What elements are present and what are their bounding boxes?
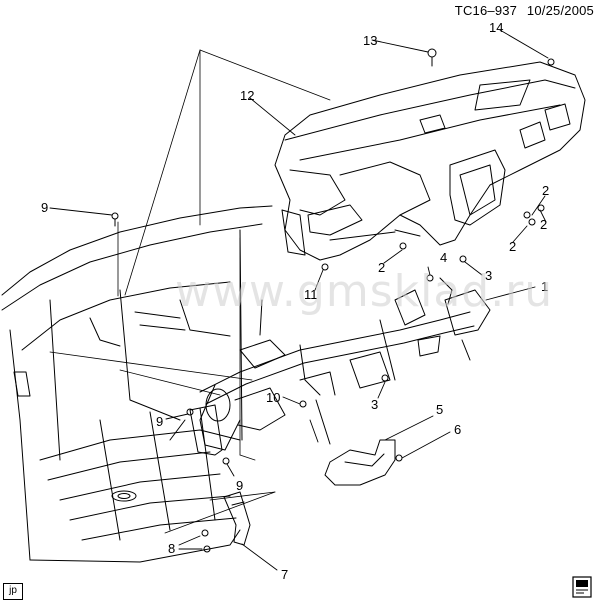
instrument-panel-carrier: [274, 61, 586, 261]
callout-7: 7: [281, 567, 288, 582]
reference-lines: [49, 49, 331, 534]
callout-3-upper: 3: [485, 268, 492, 283]
callout-6: 6: [454, 422, 461, 437]
callout-2-c: 2: [509, 239, 516, 254]
callout-9-middle: 9: [156, 414, 163, 429]
cross-car-beam: [199, 277, 491, 451]
manual-book-icon: [572, 576, 592, 598]
diagram-code: TC16–937: [454, 3, 518, 18]
callout-3-lower: 3: [371, 397, 378, 412]
callout-labels: 13 14 12 9 1 2 2 2 2 3 3 4 5 6 7 8 9 9 1…: [41, 20, 549, 582]
callout-2-b: 2: [540, 217, 547, 232]
region-code-box: jp: [3, 583, 23, 600]
callout-11: 11: [304, 287, 318, 302]
diagram-header: TC16–937 10/25/2005: [449, 3, 594, 18]
callout-4: 4: [440, 250, 447, 265]
callout-2-a: 2: [542, 183, 549, 198]
callout-5: 5: [436, 402, 443, 417]
callout-9-upper: 9: [41, 200, 48, 215]
callout-8: 8: [168, 541, 175, 556]
callout-14: 14: [489, 20, 503, 35]
right-knee-bracket: [324, 439, 396, 486]
callout-10: 10: [266, 390, 280, 405]
left-support-bracket: [169, 404, 223, 456]
callout-1: 1: [541, 279, 548, 294]
callout-12: 12: [240, 88, 254, 103]
diagram-date: 10/25/2005: [526, 3, 594, 18]
watermark: www.gmsklad.ru: [175, 266, 553, 317]
callout-13: 13: [363, 33, 377, 48]
callout-9-lower: 9: [236, 478, 243, 493]
fasteners: [111, 48, 555, 553]
callout-2-d: 2: [378, 260, 385, 275]
callout-leaders: [49, 29, 549, 571]
